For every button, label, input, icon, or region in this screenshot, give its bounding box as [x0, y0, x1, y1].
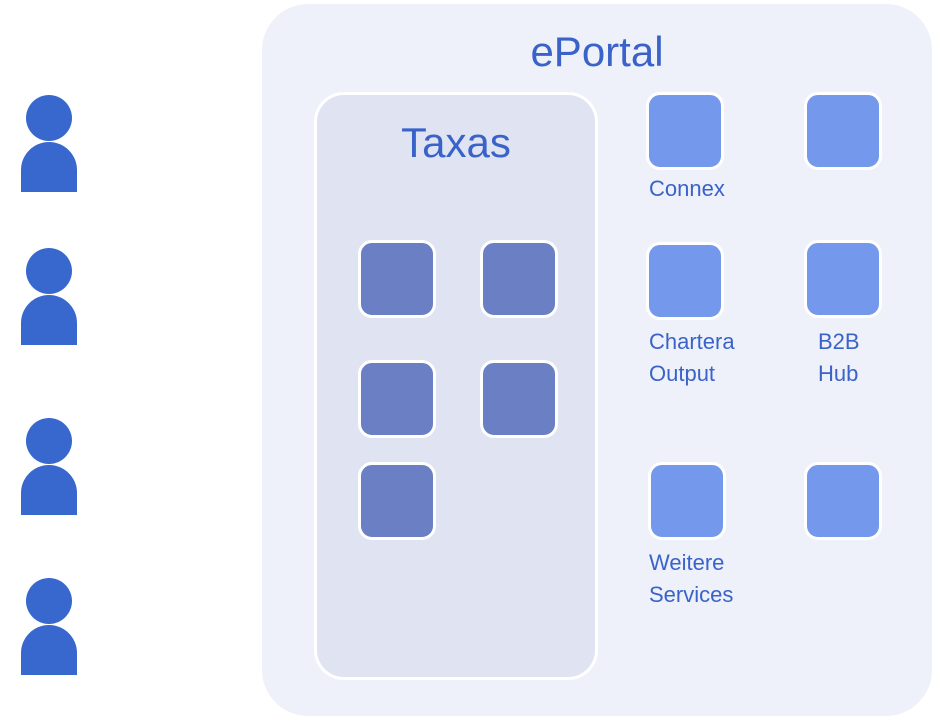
taxas-module-tile[interactable]	[480, 360, 558, 438]
b2b-hub-label-line1: B2B	[818, 329, 860, 354]
connex-tile[interactable]	[646, 92, 724, 170]
weitere-services-label-line2: Services	[649, 582, 734, 607]
taxas-module-tile[interactable]	[358, 360, 436, 438]
user-body	[21, 142, 77, 192]
service-tile[interactable]	[804, 462, 882, 540]
chartera-output-tile[interactable]	[646, 242, 724, 320]
taxas-module-tile[interactable]	[358, 240, 436, 318]
user-body	[21, 625, 77, 675]
chartera-output-label-line2: Output	[649, 361, 716, 386]
user-icon	[21, 248, 77, 345]
user-icon	[21, 418, 77, 515]
user-head	[26, 578, 72, 624]
user-body	[21, 465, 77, 515]
user-body	[21, 295, 77, 345]
chartera-output-label-line1: Chartera	[649, 329, 735, 354]
b2b-hub-tile[interactable]	[804, 240, 882, 318]
service-tile[interactable]	[804, 92, 882, 170]
weitere-services-label-line1: Weitere	[649, 550, 725, 575]
user-head	[26, 418, 72, 464]
taxas-module-tile[interactable]	[480, 240, 558, 318]
user-icon	[21, 95, 77, 192]
user-icon	[21, 578, 77, 675]
connex-label: Connex	[649, 176, 725, 201]
user-head	[26, 95, 72, 141]
taxas-title: Taxas	[401, 119, 511, 166]
taxas-module-tile[interactable]	[358, 462, 436, 540]
b2b-hub-label-line2: Hub	[818, 361, 859, 386]
weitere-services-tile[interactable]	[648, 462, 726, 540]
user-head	[26, 248, 72, 294]
eportal-title: ePortal	[530, 28, 664, 75]
